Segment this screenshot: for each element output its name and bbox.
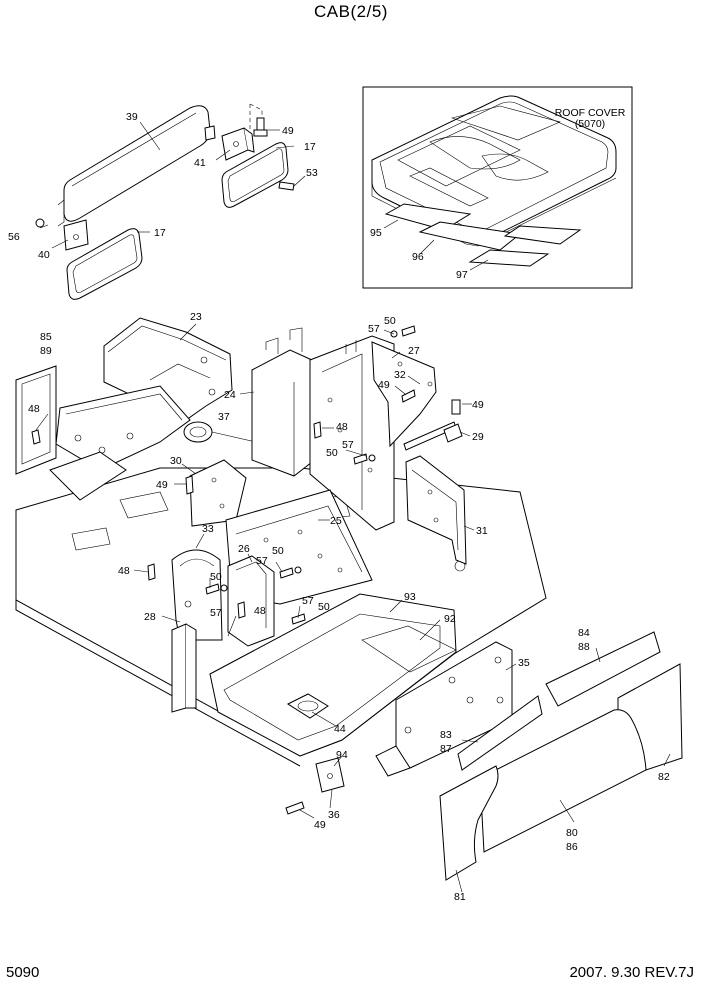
callout-88: 88	[578, 641, 590, 653]
bracket-41	[204, 125, 255, 161]
callout-49: 49	[282, 125, 294, 137]
callout-40: 40	[38, 249, 50, 261]
callout-41: 41	[194, 157, 206, 169]
callout-49: 49	[314, 819, 326, 831]
callout-17: 17	[304, 141, 316, 153]
callout-53: 53	[306, 167, 318, 179]
callout-25: 25	[330, 515, 342, 527]
bolt-49-bottom	[285, 801, 305, 815]
callout-48: 48	[254, 605, 266, 617]
callout-92: 92	[444, 613, 456, 625]
callout-57: 57	[210, 607, 222, 619]
panel-31	[405, 455, 467, 565]
callout-57: 57	[368, 323, 380, 335]
callout-48: 48	[118, 565, 130, 577]
panel-35	[375, 641, 513, 777]
callout-94: 94	[336, 749, 348, 761]
callout-80: 80	[566, 827, 578, 839]
callout-49: 49	[472, 399, 484, 411]
bracket-94	[315, 757, 345, 793]
callout-35: 35	[518, 657, 530, 669]
callout-49: 49	[378, 379, 390, 391]
page-code: 5090	[6, 964, 40, 981]
callout-97: 97	[456, 269, 468, 281]
revision-label: 2007. 9.30 REV.7J	[569, 964, 694, 981]
callout-93: 93	[404, 591, 416, 603]
callout-57: 57	[256, 555, 268, 567]
bolts	[31, 325, 461, 625]
callout-50: 50	[384, 315, 396, 327]
callout-31: 31	[476, 525, 488, 537]
column-28	[171, 623, 197, 713]
roof-cover-ref: (5070)	[575, 118, 605, 130]
callout-56: 56	[8, 231, 20, 243]
bracket-40	[63, 219, 89, 251]
roof-cover-label: ROOF COVER	[555, 107, 626, 119]
page-title: CAB(2/5)	[314, 2, 388, 21]
cover-83	[457, 695, 543, 771]
pillar-duct-24	[251, 327, 313, 477]
callout-50: 50	[326, 447, 338, 459]
roof-cover-panel	[371, 95, 617, 247]
callout-81: 81	[454, 891, 466, 903]
dash-bracket-left	[49, 385, 191, 501]
blower-ring-37	[183, 421, 257, 443]
headliner-96	[418, 221, 582, 251]
callout-50: 50	[272, 545, 284, 557]
callout-87: 87	[440, 743, 452, 755]
plate-26	[227, 555, 275, 647]
callout-89: 89	[40, 345, 52, 357]
callout-44: 44	[334, 723, 346, 735]
callout-33: 33	[202, 523, 214, 535]
sun-visor-39	[57, 105, 211, 227]
callout-85: 85	[40, 331, 52, 343]
callout-48: 48	[28, 403, 40, 415]
callout-48: 48	[336, 421, 348, 433]
headliner-97	[468, 249, 550, 267]
callout-57: 57	[302, 595, 314, 607]
floor-well	[209, 593, 457, 757]
callout-84: 84	[578, 627, 590, 639]
pedal-plate-44	[286, 693, 329, 719]
side-panel-85	[15, 365, 57, 475]
mirror-17b	[66, 228, 143, 300]
callout-83: 83	[440, 729, 452, 741]
callout-82: 82	[658, 771, 670, 783]
bolt-49-top	[249, 103, 268, 137]
callout-32: 32	[394, 369, 406, 381]
callout-95: 95	[370, 227, 382, 239]
callout-57: 57	[342, 439, 354, 451]
cover-84	[545, 631, 661, 707]
callout-27: 27	[408, 345, 420, 357]
callout-50: 50	[318, 601, 330, 613]
callout-39: 39	[126, 111, 138, 123]
callout-86: 86	[566, 841, 578, 853]
cover-80	[479, 709, 647, 853]
roof-cover-inset-frame	[362, 86, 633, 289]
callout-37: 37	[218, 411, 230, 423]
callout-30: 30	[170, 455, 182, 467]
rod-29	[403, 421, 463, 451]
callout-23: 23	[190, 311, 202, 323]
mirror-17a	[221, 142, 289, 208]
callout-24: 24	[224, 389, 236, 401]
bracket-30	[189, 459, 247, 527]
washer-56	[35, 218, 45, 228]
panel-27	[371, 341, 437, 448]
callout-26: 26	[238, 543, 250, 555]
callout-17: 17	[154, 227, 166, 239]
bolt-53	[278, 175, 306, 191]
callout-49: 49	[156, 479, 168, 491]
cover-81	[439, 765, 499, 881]
callout-28: 28	[144, 611, 156, 623]
callout-29: 29	[472, 431, 484, 443]
callout-36: 36	[328, 809, 340, 821]
callout-50: 50	[210, 571, 222, 583]
callout-96: 96	[412, 251, 424, 263]
